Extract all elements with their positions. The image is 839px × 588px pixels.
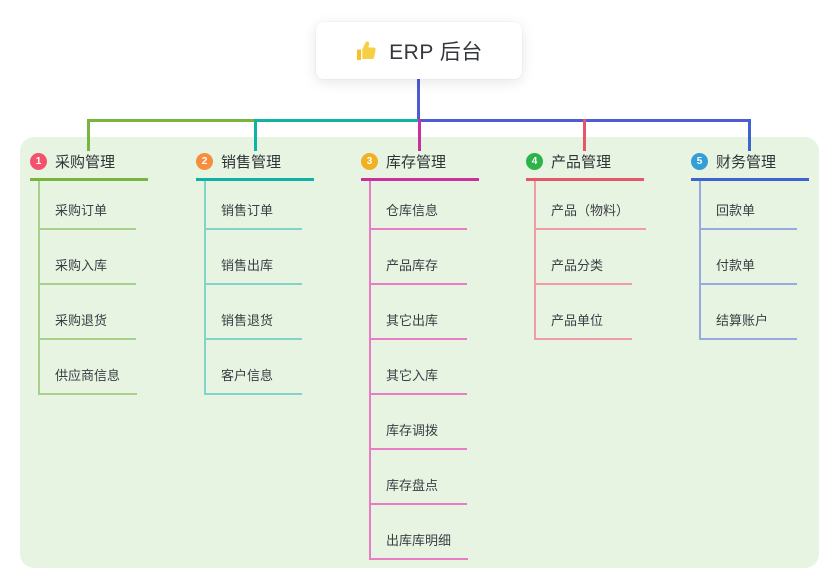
thumbs-up-icon xyxy=(355,39,379,63)
branch-node[interactable]: 3 库存管理 xyxy=(361,150,479,181)
child-node[interactable]: 产品分类 xyxy=(536,230,632,285)
child-node[interactable]: 仓库信息 xyxy=(371,181,467,230)
child-node[interactable]: 产品单位 xyxy=(536,285,632,340)
branch-purchase-management: 1 采购管理 采购订单 采购入库 采购退货 供应商信息 xyxy=(30,150,180,395)
branch-finance-management: 5 财务管理 回款单 付款单 结算账户 xyxy=(691,150,839,340)
child-node-label: 销售订单 xyxy=(221,203,274,218)
child-node[interactable]: 销售退货 xyxy=(206,285,302,340)
root-node-label: ERP 后台 xyxy=(389,40,483,64)
child-node-label: 客户信息 xyxy=(221,368,274,383)
branch-inventory-management: 3 库存管理 仓库信息 产品库存 其它出库 其它入库 库存调拨 库存盘点 出库库… xyxy=(361,150,511,560)
mindmap-background-panel xyxy=(20,137,819,568)
child-node-label: 产品（物料） xyxy=(551,203,630,218)
child-node[interactable]: 采购入库 xyxy=(40,230,136,285)
branch-node[interactable]: 5 财务管理 xyxy=(691,150,809,181)
child-node-label: 出库库明细 xyxy=(386,533,452,548)
connector-horizontal-green xyxy=(87,119,257,122)
child-node[interactable]: 其它入库 xyxy=(371,340,467,395)
connector-root-trunk xyxy=(417,79,420,120)
child-node[interactable]: 出库库明细 xyxy=(371,505,469,560)
child-node-label: 采购订单 xyxy=(55,203,108,218)
child-node-label: 供应商信息 xyxy=(55,368,121,383)
child-node-label: 采购入库 xyxy=(55,258,108,273)
branch-label: 库存管理 xyxy=(386,153,447,171)
child-node-label: 其它出库 xyxy=(386,313,439,328)
child-node[interactable]: 库存盘点 xyxy=(371,450,467,505)
child-node-label: 库存盘点 xyxy=(386,478,439,493)
child-node[interactable]: 其它出库 xyxy=(371,285,467,340)
child-node-label: 产品单位 xyxy=(551,313,604,328)
branch-label: 财务管理 xyxy=(716,153,777,171)
branch-product-management: 4 产品管理 产品（物料） 产品分类 产品单位 xyxy=(526,150,676,340)
child-node[interactable]: 回款单 xyxy=(701,181,797,230)
child-node-label: 仓库信息 xyxy=(386,203,439,218)
root-node[interactable]: ERP 后台 xyxy=(316,22,522,79)
branch-number-badge: 2 xyxy=(196,152,213,170)
branch-number-badge: 4 xyxy=(526,152,543,170)
branch-children: 销售订单 销售出库 销售退货 客户信息 xyxy=(204,181,346,395)
branch-children: 产品（物料） 产品分类 产品单位 xyxy=(534,181,676,340)
branch-label: 销售管理 xyxy=(221,153,282,171)
branch-children: 回款单 付款单 结算账户 xyxy=(699,181,839,340)
child-node-label: 其它入库 xyxy=(386,368,439,383)
child-node[interactable]: 采购订单 xyxy=(40,181,136,230)
branch-label: 采购管理 xyxy=(55,153,116,171)
child-node[interactable]: 库存调拨 xyxy=(371,395,467,450)
child-node[interactable]: 采购退货 xyxy=(40,285,136,340)
child-node[interactable]: 产品库存 xyxy=(371,230,467,285)
child-node[interactable]: 产品（物料） xyxy=(536,181,647,230)
child-node[interactable]: 结算账户 xyxy=(701,285,797,340)
branch-node[interactable]: 1 采购管理 xyxy=(30,150,148,181)
branch-children: 仓库信息 产品库存 其它出库 其它入库 库存调拨 库存盘点 出库库明细 xyxy=(369,181,511,560)
connector-drop-product xyxy=(583,119,586,151)
connector-horizontal-teal xyxy=(257,119,418,122)
child-node-label: 销售退货 xyxy=(221,313,274,328)
child-node-label: 库存调拨 xyxy=(386,423,439,438)
branch-sales-management: 2 销售管理 销售订单 销售出库 销售退货 客户信息 xyxy=(196,150,346,395)
child-node[interactable]: 供应商信息 xyxy=(40,340,138,395)
child-node[interactable]: 销售订单 xyxy=(206,181,302,230)
branch-label: 产品管理 xyxy=(551,153,612,171)
branch-number-badge: 3 xyxy=(361,152,378,170)
branch-number-badge: 5 xyxy=(691,152,708,170)
child-node-label: 产品库存 xyxy=(386,258,439,273)
child-node[interactable]: 客户信息 xyxy=(206,340,302,395)
connector-drop-sales xyxy=(254,119,257,151)
child-node[interactable]: 销售出库 xyxy=(206,230,302,285)
child-node[interactable]: 付款单 xyxy=(701,230,797,285)
connector-drop-purchase xyxy=(87,119,90,151)
child-node-label: 采购退货 xyxy=(55,313,108,328)
child-node-label: 付款单 xyxy=(716,258,756,273)
branch-number-badge: 1 xyxy=(30,152,47,170)
branch-node[interactable]: 4 产品管理 xyxy=(526,150,644,181)
connector-drop-inventory xyxy=(418,119,421,151)
child-node-label: 结算账户 xyxy=(716,313,769,328)
child-node-label: 销售出库 xyxy=(221,258,274,273)
connector-drop-finance xyxy=(748,119,751,151)
branch-children: 采购订单 采购入库 采购退货 供应商信息 xyxy=(38,181,180,395)
child-node-label: 产品分类 xyxy=(551,258,604,273)
child-node-label: 回款单 xyxy=(716,203,756,218)
branch-node[interactable]: 2 销售管理 xyxy=(196,150,314,181)
